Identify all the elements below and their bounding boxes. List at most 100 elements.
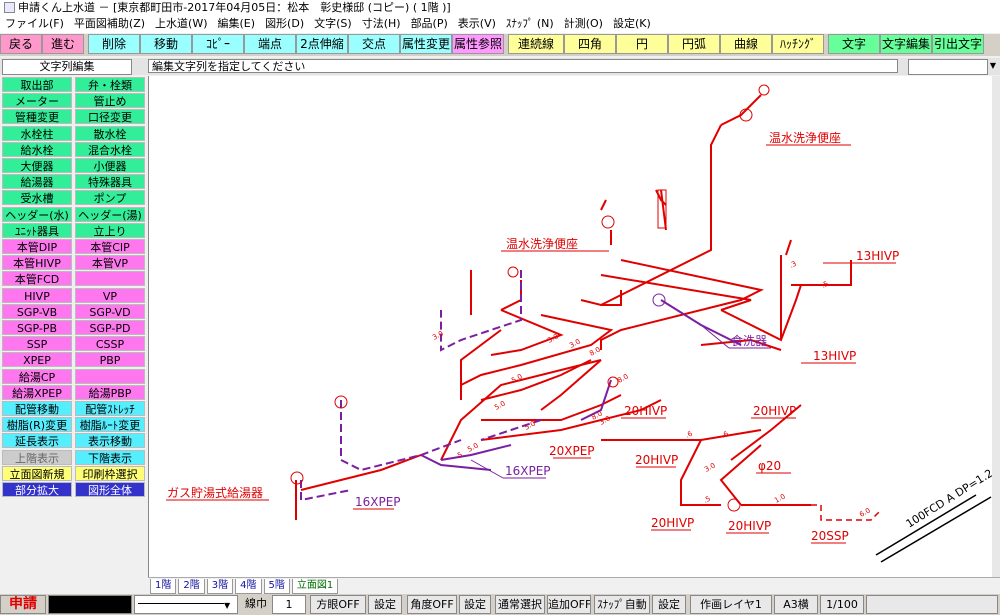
palette-button[interactable]: 受水槽 xyxy=(2,190,72,206)
palette-button[interactable] xyxy=(75,368,145,384)
palette-button[interactable]: 本管DIP xyxy=(2,239,72,254)
palette-button[interactable]: 部分拡大 xyxy=(2,482,72,497)
palette-button[interactable]: 管止め xyxy=(75,93,145,109)
menu-item[interactable]: 図形(D) xyxy=(265,17,305,30)
floor-tab[interactable]: 1階 xyxy=(150,579,177,594)
toolbar-button[interactable]: 端点 xyxy=(244,34,296,54)
palette-button[interactable]: ヘッダー(水) xyxy=(2,206,72,222)
angle-toggle[interactable]: 角度OFF xyxy=(407,595,457,614)
palette-button[interactable]: 樹脂(R)変更 xyxy=(2,417,72,433)
snap-mode-button[interactable]: ｽﾅｯﾌﾟ自動 xyxy=(594,595,650,614)
palette-button[interactable]: XPEP xyxy=(2,352,72,368)
floor-tab[interactable]: 2階 xyxy=(178,579,205,594)
palette-button[interactable]: 本管FCD xyxy=(2,271,72,287)
toolbar-button[interactable]: 文字 xyxy=(828,34,880,54)
vertical-scrollbar[interactable] xyxy=(992,76,1000,577)
palette-button[interactable]: 給湯XPEP xyxy=(2,384,72,400)
floor-tab[interactable]: 3階 xyxy=(206,579,234,594)
select-mode-button[interactable]: 通常選択 xyxy=(495,595,545,614)
add-mode-button[interactable]: 追加OFF xyxy=(547,595,591,614)
color-swatch[interactable] xyxy=(48,595,132,614)
toolbar-button[interactable]: 交点 xyxy=(348,34,400,54)
toolbar-button[interactable]: 円弧 xyxy=(668,34,720,54)
palette-button[interactable]: 立上り xyxy=(75,222,145,238)
palette-button[interactable]: 小便器 xyxy=(75,158,145,173)
toolbar-button[interactable]: 属性参照 xyxy=(452,34,504,54)
palette-button[interactable]: 本管VP xyxy=(75,255,145,271)
menu-item[interactable]: ファイル(F) xyxy=(5,17,64,30)
menu-item[interactable]: 設定(K) xyxy=(612,17,651,30)
palette-button[interactable]: HIVP xyxy=(2,287,72,303)
snap-settings-button[interactable]: 設定 xyxy=(652,595,686,614)
palette-button[interactable]: 印刷枠選択 xyxy=(75,465,145,481)
palette-button[interactable]: 管種変更 xyxy=(2,109,72,125)
menu-item[interactable]: 部品(P) xyxy=(410,17,448,30)
toolbar-button[interactable]: 文字編集 xyxy=(880,34,932,54)
palette-button[interactable]: 給湯CP xyxy=(2,368,72,384)
palette-button[interactable]: 樹脂ﾙｰﾄ変更 xyxy=(75,417,145,433)
toolbar-button[interactable]: 円 xyxy=(616,34,668,54)
palette-button[interactable]: SGP-PD xyxy=(75,320,145,335)
toolbar-button[interactable]: 連続線 xyxy=(508,34,564,54)
palette-button[interactable]: PBP xyxy=(75,352,145,368)
chevron-down-icon[interactable]: ▼ xyxy=(989,61,997,70)
menu-item[interactable]: 寸法(H) xyxy=(361,17,401,30)
drawing-canvas[interactable]: 温水洗浄便座 温水洗浄便座 13HIVP 13HIVP 20HIVP 20HIV… xyxy=(148,76,993,577)
palette-button[interactable]: 延長表示 xyxy=(2,433,72,449)
palette-button[interactable]: ポンプ xyxy=(75,190,145,206)
palette-button[interactable]: ヘッダー(湯) xyxy=(75,206,145,222)
palette-button[interactable]: 給湯PBP xyxy=(75,384,145,400)
toolbar-button[interactable]: 進む xyxy=(42,34,84,54)
palette-button[interactable]: ﾕﾆｯﾄ器具 xyxy=(2,222,72,238)
toolbar-button[interactable]: 2点伸縮 xyxy=(296,34,348,54)
toolbar-button[interactable]: 四角 xyxy=(564,34,616,54)
menu-item[interactable]: 平面図補助(Z) xyxy=(73,17,146,30)
menu-item[interactable]: 計測(O) xyxy=(563,17,603,30)
palette-button[interactable]: 取出部 xyxy=(2,77,72,92)
palette-button[interactable]: 立面図新規 xyxy=(2,465,72,481)
palette-button[interactable]: 給水栓 xyxy=(2,141,72,157)
palette-button[interactable]: 特殊器具 xyxy=(75,174,145,190)
palette-button[interactable]: 表示移動 xyxy=(75,433,145,449)
palette-button[interactable] xyxy=(75,271,145,287)
palette-button[interactable]: 給湯器 xyxy=(2,174,72,190)
palette-button[interactable]: VP xyxy=(75,287,145,303)
palette-button[interactable]: 弁・栓類 xyxy=(75,77,145,92)
toolbar-button[interactable]: ｺﾋﾟｰ xyxy=(192,34,244,54)
palette-button[interactable]: 水栓柱 xyxy=(2,125,72,141)
palette-button[interactable]: SGP-VB xyxy=(2,303,72,319)
toolbar-button[interactable]: 引出文字 xyxy=(932,34,984,54)
toolbar-button[interactable]: 移動 xyxy=(140,34,192,54)
toolbar-button[interactable]: ﾊｯﾁﾝｸﾞ xyxy=(772,34,824,54)
palette-button[interactable]: 本管HIVP xyxy=(2,255,72,271)
paper-size-indicator[interactable]: A3横 xyxy=(774,595,818,614)
palette-button[interactable]: SGP-VD xyxy=(75,303,145,319)
palette-button[interactable]: 下階表示 xyxy=(75,449,145,465)
floor-tab[interactable]: 5階 xyxy=(263,579,290,594)
layer-indicator[interactable]: 作画レイヤ1 xyxy=(690,595,772,614)
palette-button[interactable]: 配管ｽﾄﾚｯﾁ xyxy=(75,401,145,416)
menu-item[interactable]: 文字(S) xyxy=(314,17,352,30)
palette-button[interactable]: SSP xyxy=(2,336,72,352)
toolbar-button[interactable]: 曲線 xyxy=(720,34,772,54)
palette-button[interactable]: 大便器 xyxy=(2,158,72,173)
floor-tab[interactable]: 4階 xyxy=(235,579,262,594)
palette-button[interactable]: 図形全体 xyxy=(75,482,145,497)
palette-button[interactable]: 混合水栓 xyxy=(75,141,145,157)
floor-tab[interactable]: 立面図1 xyxy=(291,579,339,594)
toolbar-button[interactable]: 戻る xyxy=(0,34,42,54)
palette-button[interactable]: SGP-PB xyxy=(2,320,72,335)
menu-item[interactable]: 編集(E) xyxy=(217,17,256,30)
menu-item[interactable]: 表示(V) xyxy=(457,17,496,30)
line-type-select[interactable]: ▼ xyxy=(134,595,238,614)
grid-settings-button[interactable]: 設定 xyxy=(368,595,402,614)
toolbar-button[interactable]: 削除 xyxy=(88,34,140,54)
linewidth-stepper[interactable]: 1 xyxy=(272,595,306,614)
palette-button[interactable]: 散水栓 xyxy=(75,125,145,141)
palette-button[interactable]: CSSP xyxy=(75,336,145,352)
scale-indicator[interactable]: 1/100 xyxy=(820,595,864,614)
palette-button[interactable]: 本管CIP xyxy=(75,239,145,254)
menu-item[interactable]: ｽﾅｯﾌﾟ (N) xyxy=(505,17,554,30)
palette-button[interactable]: メーター xyxy=(2,93,72,109)
grid-toggle[interactable]: 方眼OFF xyxy=(310,595,366,614)
